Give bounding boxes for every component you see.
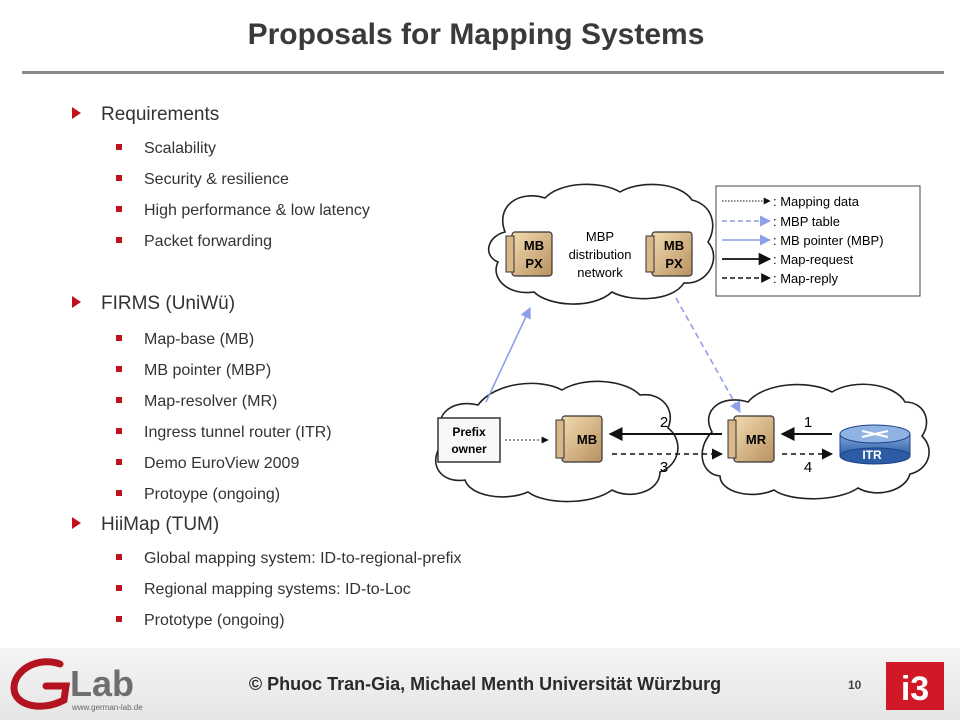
triangle-bullet-icon bbox=[72, 296, 81, 308]
step-2-label: 2 bbox=[660, 414, 668, 431]
triangle-bullet-icon bbox=[72, 517, 81, 529]
right-network-cloud bbox=[701, 383, 930, 500]
cloud-label-line2: distribution bbox=[569, 247, 632, 262]
step-3-label: 3 bbox=[660, 459, 668, 476]
prefix-owner-box: Prefix owner bbox=[437, 417, 501, 463]
sub-bullet: Map-base (MB) bbox=[116, 331, 254, 349]
legend-item: : MB pointer (MBP) bbox=[773, 233, 884, 248]
legend-item: : Map-reply bbox=[773, 271, 839, 286]
prefix-owner-label-2: owner bbox=[451, 442, 487, 456]
footer-text: © Phuoc Tran-Gia, Michael Menth Universi… bbox=[248, 674, 722, 694]
legend-item: : Map-request bbox=[773, 252, 854, 267]
mr-server-label: MR bbox=[746, 432, 767, 447]
step-4-label: 4 bbox=[804, 459, 812, 476]
sub-bullet: MB pointer (MBP) bbox=[116, 362, 271, 380]
logo-url: www.german-lab.de bbox=[71, 703, 143, 712]
sub-bullet: Protoype (ongoing) bbox=[116, 486, 280, 504]
square-bullet-icon bbox=[116, 335, 122, 341]
itr-router-icon: ITR bbox=[839, 424, 911, 465]
bullet-requirements: Requirements bbox=[72, 104, 219, 126]
sub-bullet: Prototype (ongoing) bbox=[116, 612, 285, 630]
mb-px-server-right: MB PX bbox=[645, 231, 693, 277]
sub-bullet: High performance & low latency bbox=[116, 202, 370, 220]
square-bullet-icon bbox=[116, 459, 122, 465]
square-bullet-icon bbox=[116, 237, 122, 243]
square-bullet-icon bbox=[116, 490, 122, 496]
itr-label: ITR bbox=[862, 448, 882, 462]
mb-label: MB bbox=[524, 238, 544, 253]
mr-server: MR bbox=[727, 415, 775, 463]
square-bullet-icon bbox=[116, 585, 122, 591]
mbp-table-arrow bbox=[675, 297, 741, 413]
px-label: PX bbox=[525, 256, 543, 271]
square-bullet-icon bbox=[116, 616, 122, 622]
bullet-hiimap: HiiMap (TUM) bbox=[72, 514, 219, 536]
step-1-label: 1 bbox=[804, 414, 812, 431]
sub-bullet: Demo EuroView 2009 bbox=[116, 455, 299, 473]
bullet-firms: FIRMS (UniWü) bbox=[72, 293, 235, 315]
sub-bullet: Global mapping system: ID-to-regional-pr… bbox=[116, 550, 461, 568]
mb-pointer-arrow bbox=[485, 306, 531, 403]
slide-title: Proposals for Mapping Systems bbox=[247, 18, 705, 51]
cloud-label-line1: MBP bbox=[586, 229, 614, 244]
square-bullet-icon bbox=[116, 554, 122, 560]
square-bullet-icon bbox=[116, 428, 122, 434]
uni-logo-text: i3 bbox=[901, 670, 929, 708]
mb-px-server-left: MB PX bbox=[505, 231, 553, 277]
mb-server-label: MB bbox=[577, 432, 597, 447]
page-number: 10 bbox=[848, 678, 862, 692]
mb-server: MB bbox=[555, 415, 603, 463]
legend-item: : Mapping data bbox=[773, 194, 860, 209]
footer-bar bbox=[0, 648, 960, 720]
triangle-bullet-icon bbox=[72, 107, 81, 119]
sub-bullet: Scalability bbox=[116, 140, 216, 158]
sub-bullet: Ingress tunnel router (ITR) bbox=[116, 424, 332, 442]
logo-lab-text: Lab bbox=[70, 663, 134, 704]
sub-bullet: Security & resilience bbox=[116, 171, 289, 189]
cloud-label-line3: network bbox=[577, 265, 623, 280]
sub-bullet: Packet forwarding bbox=[116, 233, 272, 251]
glab-logo: Lab www.german-lab.de bbox=[10, 658, 143, 712]
square-bullet-icon bbox=[116, 175, 122, 181]
uni-wuerzburg-i3-logo: i3 bbox=[886, 662, 944, 710]
title-divider bbox=[22, 71, 944, 74]
mb-label: MB bbox=[664, 238, 684, 253]
prefix-owner-label-1: Prefix bbox=[452, 425, 486, 439]
square-bullet-icon bbox=[116, 144, 122, 150]
sub-bullet: Map-resolver (MR) bbox=[116, 393, 277, 411]
px-label: PX bbox=[665, 256, 683, 271]
square-bullet-icon bbox=[116, 206, 122, 212]
sub-bullet: Regional mapping systems: ID-to-Loc bbox=[116, 581, 411, 599]
diagram-legend: : Mapping data : MBP table : MB pointer … bbox=[715, 185, 921, 297]
square-bullet-icon bbox=[116, 366, 122, 372]
square-bullet-icon bbox=[116, 397, 122, 403]
legend-item: : MBP table bbox=[773, 214, 840, 229]
mapping-architecture-diagram: MB PX MB PX MBP distribution network Pre… bbox=[434, 183, 930, 503]
bullet-list: Requirements Scalability Security & resi… bbox=[72, 104, 461, 630]
